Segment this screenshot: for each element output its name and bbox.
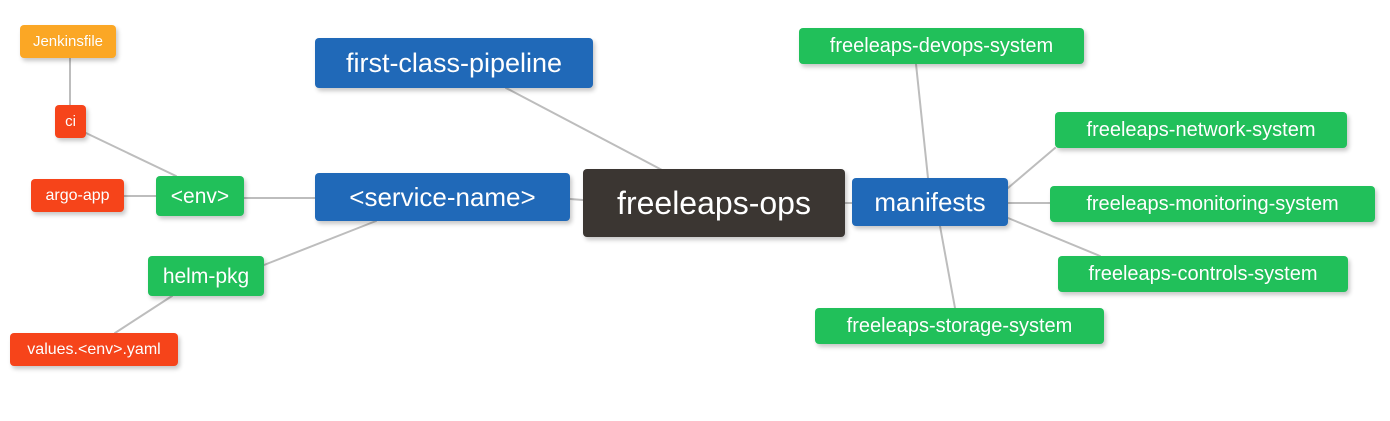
node-first-class-pipeline[interactable]: first-class-pipeline [315,38,593,88]
node-env[interactable]: <env> [156,176,244,216]
node-service-name[interactable]: <service-name> [315,173,570,221]
node-label-freeleaps-devops-system: freeleaps-devops-system [829,35,1054,57]
node-label-freeleaps-controls-system: freeleaps-controls-system [1088,263,1318,285]
node-label-freeleaps-ops: freeleaps-ops [617,185,811,221]
node-label-ci: ci [65,113,76,130]
node-freeleaps-storage-system[interactable]: freeleaps-storage-system [815,308,1104,344]
node-label-freeleaps-monitoring-system: freeleaps-monitoring-system [1086,193,1339,215]
edge-manifests-to-freeleaps-controls-system [1007,217,1101,257]
node-label-first-class-pipeline: first-class-pipeline [345,47,563,78]
node-label-service-name: <service-name> [349,182,536,212]
node-freeleaps-ops[interactable]: freeleaps-ops [583,169,845,237]
node-freeleaps-network-system[interactable]: freeleaps-network-system [1055,112,1347,148]
node-jenkinsfile[interactable]: Jenkinsfile [20,25,116,58]
node-manifests[interactable]: manifests [852,178,1008,226]
node-argo-app[interactable]: argo-app [31,179,124,212]
edge-helm-pkg-to-values-yaml [114,295,173,334]
node-label-freeleaps-network-system: freeleaps-network-system [1086,119,1316,141]
node-values-yaml[interactable]: values.<env>.yaml [10,333,178,366]
node-ci[interactable]: ci [55,105,86,138]
node-label-env: <env> [170,184,230,208]
node-label-jenkinsfile: Jenkinsfile [32,33,104,50]
node-label-values-yaml: values.<env>.yaml [27,340,161,358]
edge-manifests-to-freeleaps-storage-system [939,225,956,309]
node-freeleaps-monitoring-system[interactable]: freeleaps-monitoring-system [1050,186,1375,222]
edge-ci-to-env [85,132,177,177]
edge-service-name-to-helm-pkg [263,220,377,266]
node-freeleaps-controls-system[interactable]: freeleaps-controls-system [1058,256,1348,292]
node-label-freeleaps-storage-system: freeleaps-storage-system [846,315,1073,337]
node-label-manifests: manifests [874,187,986,217]
node-freeleaps-devops-system[interactable]: freeleaps-devops-system [799,28,1084,64]
edge-manifests-to-freeleaps-network-system [1007,147,1056,189]
edge-manifests-to-freeleaps-devops-system [915,63,929,179]
node-label-argo-app: argo-app [45,186,110,204]
node-label-helm-pkg: helm-pkg [162,264,250,288]
edge-first-class-pipeline-to-freeleaps-ops [505,87,663,171]
edge-service-name-to-freeleaps-ops [569,198,584,201]
node-helm-pkg[interactable]: helm-pkg [148,256,264,296]
